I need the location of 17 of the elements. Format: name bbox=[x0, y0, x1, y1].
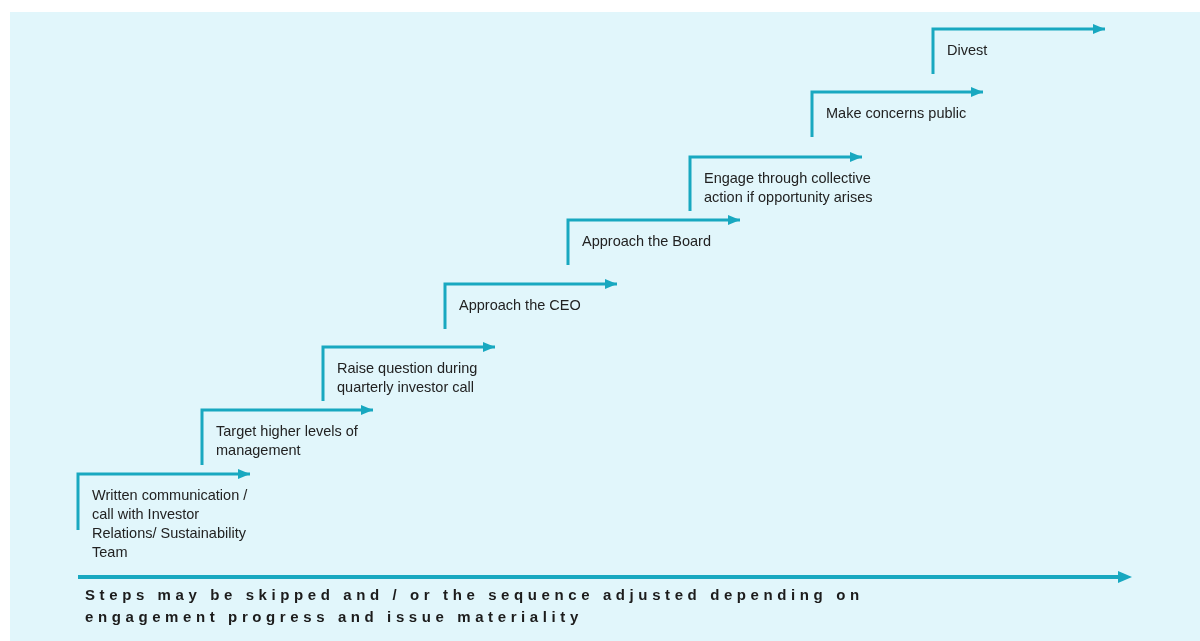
step-label: Written communication / call with Investor Relations/ Sustainability Team bbox=[92, 486, 249, 562]
step-arrow bbox=[931, 24, 1105, 74]
step-arrow bbox=[321, 342, 495, 401]
step-label: Approach the CEO bbox=[459, 296, 582, 315]
step-label: Approach the Board bbox=[582, 232, 712, 251]
step-arrow bbox=[566, 215, 740, 265]
step-arrow bbox=[443, 279, 617, 329]
note-text: Steps may be skipped and / or the sequence adjusted depending on engagement progress and issue materiality bbox=[85, 585, 865, 627]
step-arrow bbox=[810, 87, 983, 137]
step-label: Make concerns public bbox=[826, 104, 968, 123]
step-label: Divest bbox=[947, 41, 989, 60]
step-label: Raise question during quarterly investor call bbox=[337, 359, 479, 397]
step-arrow bbox=[688, 152, 862, 211]
step-label: Engage through collective action if opportunity arises bbox=[704, 169, 874, 207]
step-arrow bbox=[76, 469, 250, 530]
step-arrow bbox=[200, 405, 373, 465]
step-label: Target higher levels of management bbox=[216, 422, 359, 460]
